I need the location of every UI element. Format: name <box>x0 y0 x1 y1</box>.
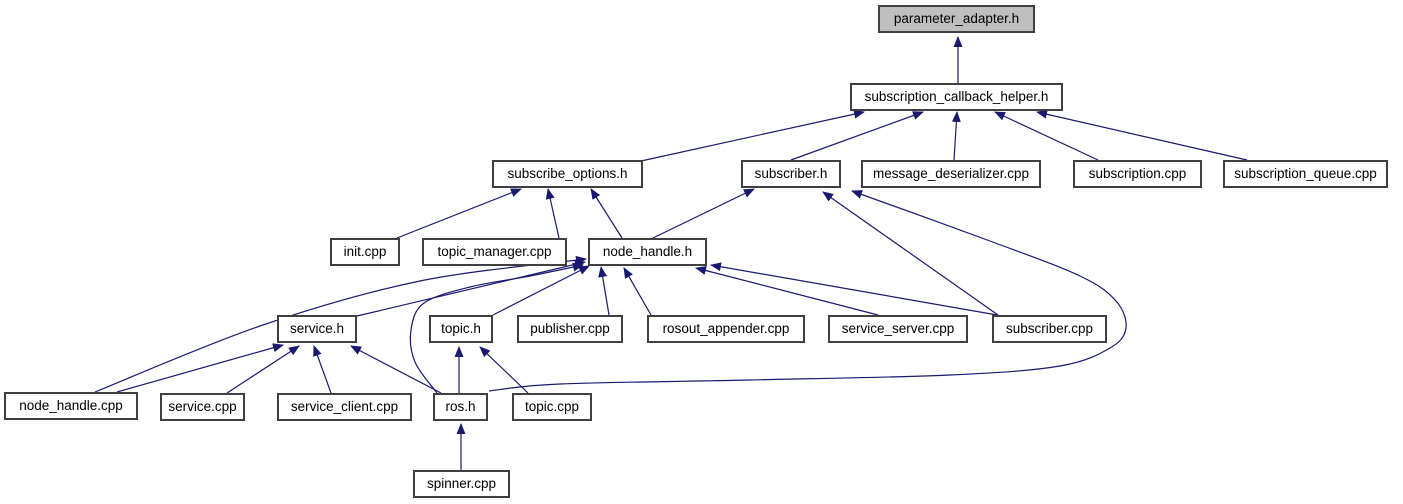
node-init_cpp[interactable]: init.cpp <box>330 238 400 266</box>
node-topic_manager_cpp[interactable]: topic_manager.cpp <box>422 238 567 266</box>
edge-rosout_appender_cpp-to-node_handle_h <box>623 267 652 316</box>
edge-subscriber_h-to-subscription_callback_helper_h <box>790 111 924 161</box>
edge-subscribe_options_h-to-subscription_callback_helper_h <box>640 109 865 162</box>
node-ros_h[interactable]: ros.h <box>433 393 488 421</box>
node-subscriber_h[interactable]: subscriber.h <box>741 160 841 188</box>
node-message_deserializer_cpp[interactable]: message_deserializer.cpp <box>861 160 1041 188</box>
node-spinner_cpp[interactable]: spinner.cpp <box>413 470 510 498</box>
node-rosout_appender_cpp[interactable]: rosout_appender.cpp <box>647 315 805 343</box>
edge-publisher_cpp-to-node_handle_h <box>598 266 610 316</box>
edge-service_cpp-to-service_h <box>226 345 300 394</box>
node-service_cpp[interactable]: service.cpp <box>160 393 245 421</box>
edge-topic_cpp-to-topic_h <box>479 346 529 394</box>
edge-message_deserializer_cpp-to-subscription_callback_helper_h <box>951 111 961 161</box>
edge-node_handle_h-to-subscriber_h <box>652 188 755 239</box>
edge-service_client_cpp-to-service_h <box>313 345 332 394</box>
node-parameter_adapter_h: parameter_adapter.h <box>878 5 1035 33</box>
edge-node_handle_cpp-to-service_h <box>116 343 284 393</box>
edge-subscriber_cpp-to-node_handle_h <box>710 262 998 316</box>
edge-ros_h-to-service_h <box>350 345 442 394</box>
node-subscribe_options_h[interactable]: subscribe_options.h <box>492 160 643 188</box>
node-subscriber_cpp[interactable]: subscriber.cpp <box>992 315 1107 343</box>
edge-topic_manager_cpp-to-subscribe_options_h <box>545 188 560 239</box>
edge-subscription_queue_cpp-to-subscription_callback_helper_h <box>1036 109 1248 161</box>
node-subscription_cpp[interactable]: subscription.cpp <box>1073 160 1202 188</box>
edge-subscriber_cpp-to-subscriber_h <box>822 191 999 316</box>
node-topic_h[interactable]: topic.h <box>429 315 493 343</box>
edge-init_cpp-to-subscribe_options_h <box>396 188 522 239</box>
edge-ros_h-to-subscriber_h <box>488 190 1127 392</box>
node-publisher_cpp[interactable]: publisher.cpp <box>517 315 623 343</box>
node-service_h[interactable]: service.h <box>277 315 357 343</box>
edge-service_h-to-node_handle_h <box>356 259 586 317</box>
edge-ros_h-to-node_handle_h <box>409 262 584 394</box>
node-node_handle_cpp[interactable]: node_handle.cpp <box>4 392 138 420</box>
edge-topic_h-to-node_handle_h <box>492 265 590 316</box>
edge-subscription_cpp-to-subscription_callback_helper_h <box>994 111 1099 161</box>
node-service_server_cpp[interactable]: service_server.cpp <box>828 315 968 343</box>
node-node_handle_h[interactable]: node_handle.h <box>588 238 707 266</box>
edge-node_handle_cpp-to-node_handle_h <box>94 255 587 393</box>
node-subscription_callback_helper_h[interactable]: subscription_callback_helper.h <box>850 83 1063 111</box>
node-topic_cpp[interactable]: topic.cpp <box>512 393 592 421</box>
node-service_client_cpp[interactable]: service_client.cpp <box>277 393 412 421</box>
edge-node_handle_h-to-subscribe_options_h <box>590 188 623 239</box>
node-subscription_queue_cpp[interactable]: subscription_queue.cpp <box>1223 160 1388 188</box>
edge-service_server_cpp-to-node_handle_h <box>695 266 879 316</box>
